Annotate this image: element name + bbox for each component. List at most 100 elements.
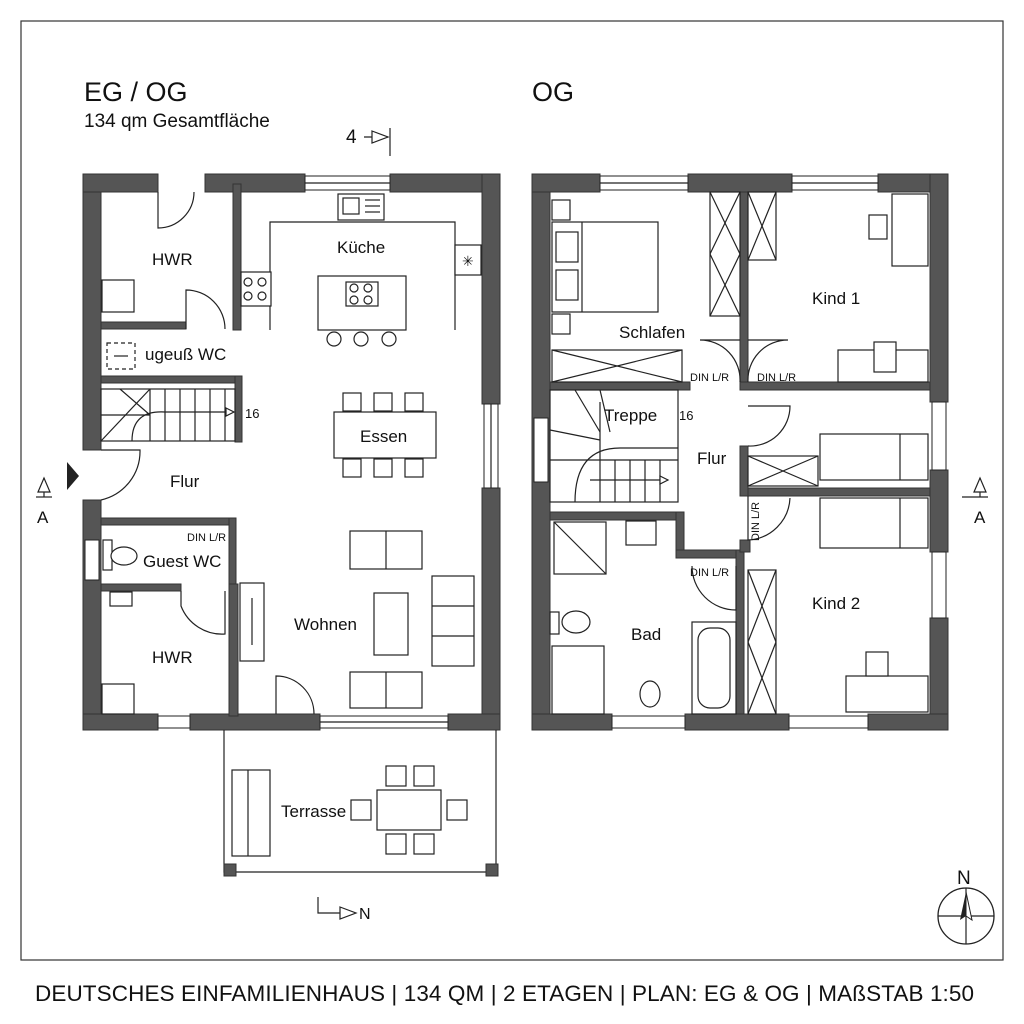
eg-wall-interior-6 [228,517,237,587]
eg-wall-south-1 [82,713,159,731]
og-desk-kind2 [845,675,929,713]
ground-floor-plan: ✳ [36,173,501,923]
og-wardrobe-kind2 [747,569,777,715]
eg-hwr-appliance-bottom [101,683,135,715]
eg-room-wohnen: Wohnen [294,615,357,634]
eg-wall-east-upper [481,173,501,405]
drawing-frame [20,20,1004,961]
og-room-kind1: Kind 1 [812,289,860,308]
section-arrow-top: 4 [346,127,391,156]
eg-kitchen-island [317,275,407,331]
left-plan-subtitle: 134 qm Gesamtfläche [84,111,270,132]
og-bathtub [691,621,737,715]
og-wall-south-1 [531,713,613,731]
og-bad-cabinet [551,645,605,715]
og-wall-south-2 [684,713,790,731]
og-bad-toilet-1 [561,610,591,634]
og-door-schlafen [699,339,741,383]
footer-caption: DEUTSCHES EINFAMILIENHAUS | 134 QM | 2 E… [35,981,974,1006]
og-door-kind2 [747,496,791,541]
og-window-west [533,417,549,483]
eg-wall-south-3 [447,713,501,731]
og-bad-sink [625,520,657,546]
og-staircase [549,389,679,503]
eg-window-wc [84,539,100,581]
eg-wall-south-2 [189,713,321,731]
og-wall-east-2 [929,469,949,553]
eg-room-hwr-top: HWR [152,250,193,269]
left-plan-title: EG / OG [84,77,188,107]
eg-wall-interior-7 [100,583,182,592]
eg-room-guest-wc: Guest WC [143,552,221,571]
eg-room-kueche: Küche [337,238,385,257]
eg-wall-interior-2 [100,321,187,330]
eg-room-flur: Flur [170,472,200,491]
og-door-kind1 [747,339,789,383]
og-bed-kind2-upper [819,433,929,481]
og-door-tag-4: DIN L/R [690,567,729,579]
right-plan-title: OG [532,77,574,107]
eg-door-hwr-bottom [180,591,226,635]
og-window-east-1 [931,401,947,471]
eg-hwr-appliance-top [101,279,135,313]
og-door-tag-3: DIN L/R [750,502,762,541]
og-wall-interior-9 [735,549,745,715]
eg-door-hwr-top [157,191,195,229]
eg-sofa-right [431,575,475,667]
eg-guest-wc-toilet [110,546,138,566]
og-wall-interior-1 [739,191,749,383]
eg-north-arrow-icon: N [317,897,371,923]
og-window-east-2 [931,551,947,619]
og-wardrobe-schlafen [709,191,741,317]
compass-label: N [957,868,971,889]
og-wall-interior-2 [549,381,691,391]
og-door-tag-1: DIN L/R [690,372,729,384]
og-room-flur: Flur [697,449,727,468]
eg-room-essen: Essen [360,427,407,446]
og-bed-kind2 [819,497,929,549]
eg-coffee-table [373,592,409,656]
og-door-bad [691,565,737,611]
eg-fridge [454,244,482,276]
terrace-sofa [231,769,271,857]
eg-door-hwr-top-2 [185,289,226,330]
eg-wall-interior-5 [100,517,237,526]
og-window-bad [611,715,686,729]
og-door-flur [747,405,791,447]
eg-wall-north-1 [82,173,159,193]
eg-terrace [223,730,499,877]
section-arrow-top-label: 4 [346,127,357,148]
compass-icon: N [937,868,995,945]
og-wall-interior-10 [739,539,751,553]
eg-wall-interior-1 [232,183,242,331]
eg-wall-north-2 [204,173,306,193]
svg-text:✳: ✳ [462,253,474,269]
og-wall-interior-5 [747,487,931,497]
og-wall-south-3 [867,713,949,731]
og-stair-steps: 16 [679,408,693,423]
og-desk-kind1 [891,193,929,267]
eg-room-terrasse: Terrasse [281,802,346,821]
upper-floor-plan: 16 A [531,173,988,731]
og-room-treppe: Treppe [604,406,657,425]
og-wall-interior-6 [549,511,681,521]
og-bad-toilet-2 [639,680,661,708]
og-wall-interior-8 [675,549,739,559]
og-wall-east-3 [929,617,949,731]
eg-room-hwr-bottom: HWR [152,648,193,667]
eg-stair-steps: 16 [245,406,259,421]
eg-door-terrace [275,675,315,715]
og-wall-interior-3 [739,381,931,391]
og-wall-north-1 [531,173,601,193]
og-wall-interior-4 [739,445,749,497]
og-room-kind2: Kind 2 [812,594,860,613]
eg-door-tag: DIN L/R [187,532,226,544]
og-section-marker: A [962,476,988,527]
eg-wall-interior-3 [100,375,243,384]
eg-dining-table [333,411,437,459]
eg-entrance-arrow-icon [67,462,79,490]
eg-window-hwr [157,715,191,729]
terrace-table [376,789,442,831]
eg-section-marker: A [36,476,52,527]
